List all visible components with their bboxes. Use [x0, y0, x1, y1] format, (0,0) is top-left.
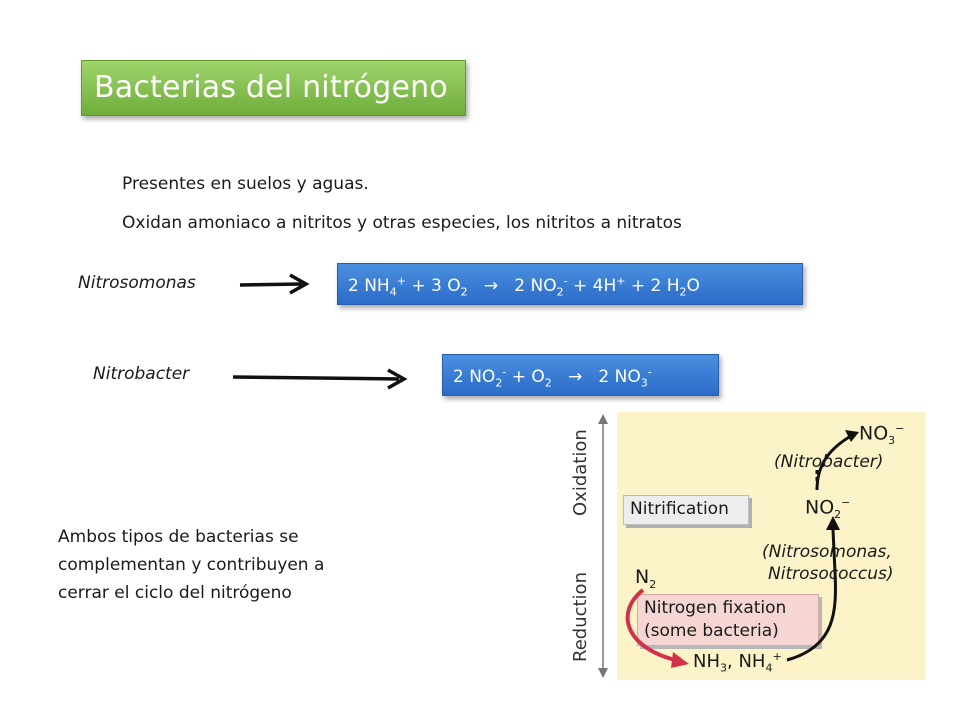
axis-double-arrow-icon [598, 414, 608, 678]
label-nitrification: Nitrification [630, 499, 729, 519]
arrow-head-icon [845, 430, 859, 442]
summary-line-1: Ambos tipos de bacterias se [58, 527, 299, 547]
species-n2: N2 [635, 566, 657, 591]
label-fixation-2: (some bacteria) [644, 621, 779, 641]
intro-line-2: Oxidan amoniaco a nitritos y otras espec… [122, 213, 682, 233]
organism-nitrosomonas: Nitrosomonas [78, 273, 196, 293]
slide-title-box: Bacterias del nitrógeno [81, 60, 466, 116]
nitrogen-cycle-figure: Oxidation Reduction NO3− (Nitrobacter) N… [565, 412, 925, 680]
arrow-head-icon [671, 652, 689, 668]
nitrification-box: Nitrification [623, 495, 749, 525]
equation-box-nitrosomonas: 2 NH4+ + 3 O2 → 2 NO2- + 4H+ + 2 H2O [337, 263, 803, 305]
nitrogen-fixation-box: Nitrogen fixation (some bacteria) [637, 594, 819, 646]
axis-strip [565, 412, 617, 680]
slide-title: Bacterias del nitrógeno [94, 70, 448, 105]
equation-nitrosomonas: 2 NH4+ + 3 O2 → 2 NO2- + 4H+ + 2 H2O [348, 274, 700, 299]
species-no2: NO2− [805, 496, 851, 522]
label-fixation-1: Nitrogen fixation [644, 598, 787, 618]
summary-line-3: cerrar el ciclo del nitrógeno [58, 583, 292, 603]
label-nitrosomonas-2: Nitrosococcus) [768, 564, 894, 584]
equation-nitrobacter: 2 NO2- + O2 → 2 NO3- [453, 365, 652, 390]
arrow-right-icon [239, 273, 310, 295]
organism-nitrobacter: Nitrobacter [93, 364, 190, 384]
cycle-arrows [625, 430, 859, 668]
label-nitrobacter: (Nitrobacter) [774, 452, 884, 472]
species-no3: NO3− [859, 422, 905, 448]
species-nh3-nh4: NH3, NH4+ [693, 650, 782, 675]
intro-line-1: Presentes en suelos y aguas. [122, 174, 369, 194]
label-nitrosomonas-1: (Nitrosomonas, [762, 542, 892, 562]
arrow-head-icon [826, 516, 840, 530]
arrow-right-icon [232, 368, 408, 390]
equation-box-nitrobacter: 2 NO2- + O2 → 2 NO3- [442, 354, 719, 396]
summary-line-2: complementan y contribuyen a [58, 555, 325, 575]
